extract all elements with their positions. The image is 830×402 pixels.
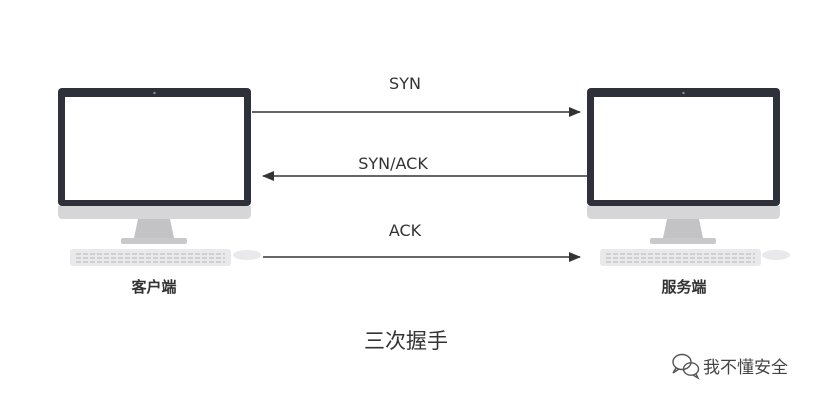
client-keyboard-icon: [70, 249, 231, 266]
wechat-logo-icon: [672, 353, 700, 380]
watermark-text: 我不懂安全: [703, 358, 788, 378]
client-label: 客户端: [130, 278, 176, 296]
client-mouse-icon: [233, 250, 261, 260]
message-syn-ack-label: SYN/ACK: [358, 154, 428, 173]
watermark: 我不懂安全: [672, 353, 788, 380]
message-ack: ACK: [263, 221, 581, 262]
server-label: 服务端: [661, 278, 706, 296]
server-monitor-icon: [587, 88, 780, 244]
client-computer: 客户端: [58, 88, 261, 296]
client-monitor-icon: [58, 88, 251, 244]
message-ack-label: ACK: [389, 221, 422, 240]
message-syn-ack: SYN/ACK: [262, 154, 587, 181]
server-mouse-icon: [762, 250, 790, 260]
server-computer: 服务端: [587, 88, 790, 296]
message-syn: SYN: [252, 74, 581, 117]
message-syn-label: SYN: [389, 74, 421, 93]
diagram-caption: 三次握手: [364, 329, 448, 353]
server-keyboard-icon: [600, 249, 761, 266]
